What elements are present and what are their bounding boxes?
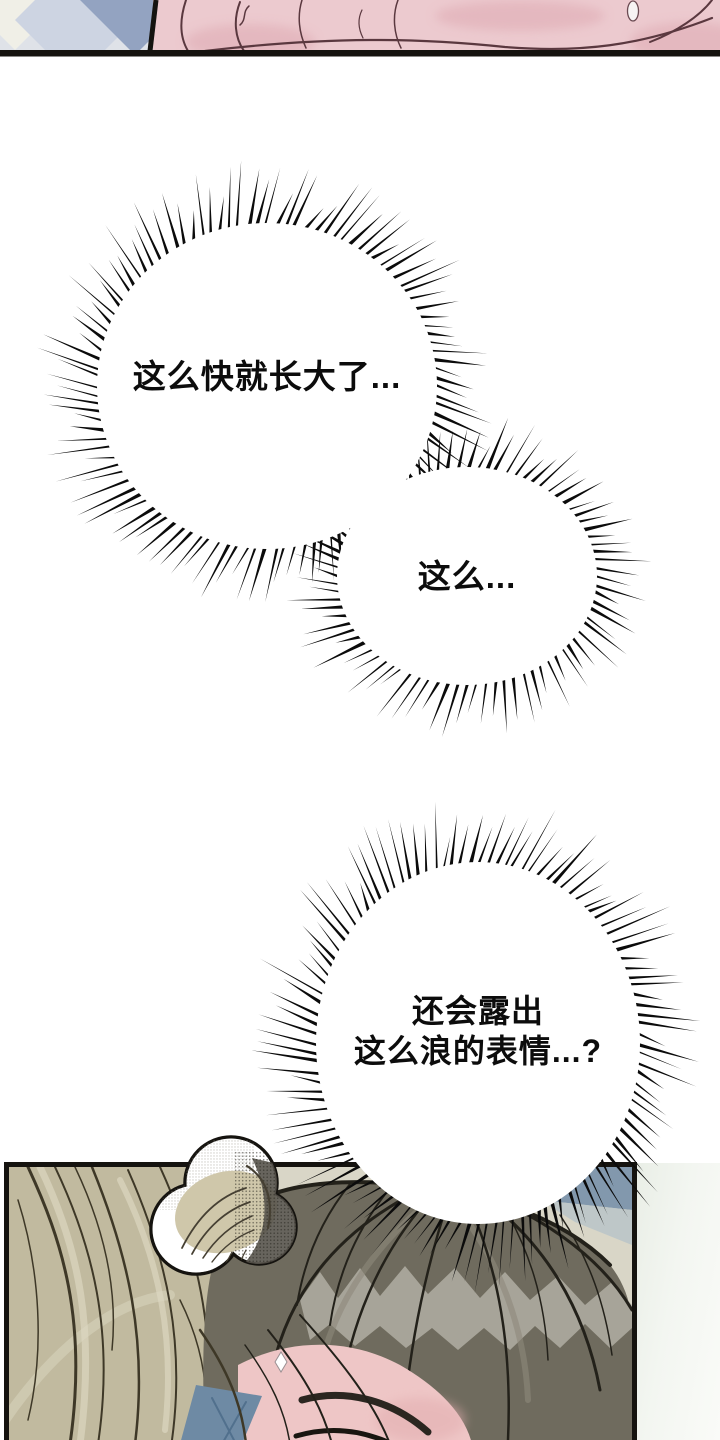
skin-shading xyxy=(185,1,720,51)
page-background-gradient xyxy=(634,1163,720,1440)
bubble-3-line-1: 还会露出 xyxy=(411,993,545,1029)
burst-bubble-2-body xyxy=(337,467,597,685)
top-panel xyxy=(0,0,720,57)
pillow-blue-light xyxy=(540,1200,632,1245)
bubble-3-text: 还会露出 这么浪的表情...? xyxy=(354,991,602,1071)
blue-fabric-patch xyxy=(181,1385,262,1440)
bubble-3-line-2: 这么浪的表情...? xyxy=(353,1033,603,1069)
checkered-blanket xyxy=(0,0,153,51)
bubble-1-line: 这么快就长大了... xyxy=(132,358,402,395)
bubble-2-line: 这么... xyxy=(417,558,517,595)
sweat-sparkle xyxy=(274,1351,288,1373)
burst-bubble-3-body xyxy=(316,862,640,1224)
burst-bubble-1-body xyxy=(97,223,437,549)
sweat-droplet xyxy=(626,0,640,22)
burst-bubble-2-spikes xyxy=(286,417,653,737)
burst-bubbles-layer xyxy=(37,160,701,1294)
top-panel-border xyxy=(0,50,720,57)
bubble-1-text: 这么快就长大了... xyxy=(133,357,402,397)
skin-contour-lines xyxy=(180,0,714,51)
bottom-panel-border xyxy=(4,1162,637,1440)
hair-shine-band xyxy=(300,1266,632,1350)
bubble-2-text: 这么... xyxy=(418,557,517,597)
face-closeup xyxy=(181,1314,471,1440)
blanket-edge-line xyxy=(147,0,159,51)
